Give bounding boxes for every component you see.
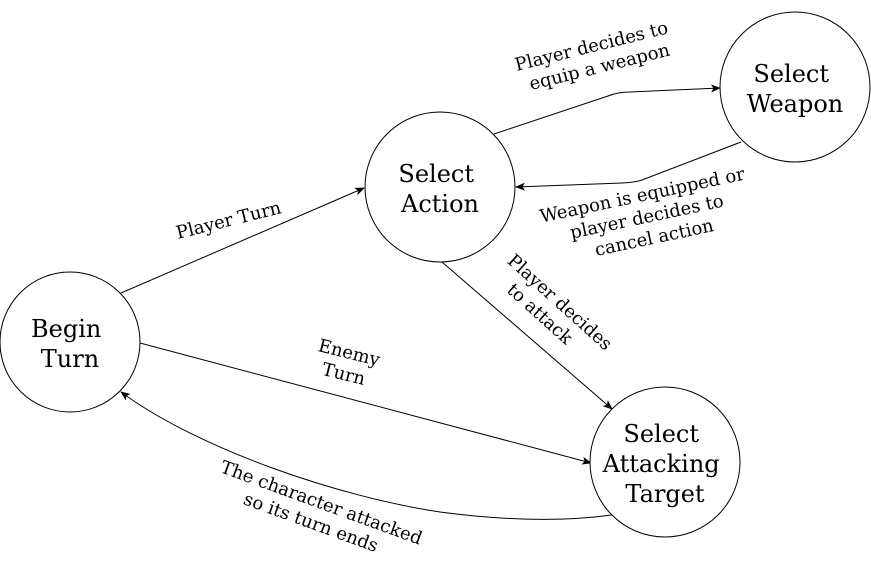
edge-label-player-turn-line1: Player Turn [174, 197, 284, 243]
state-select-attacking-target: Select Attacking Target [589, 386, 741, 538]
svg-text:Begin Turn: Begin Turn [31, 315, 109, 373]
edge-label-decides-attack: Player decides to attack [488, 250, 620, 375]
state-select-attacking-target-label-line1: Select [623, 420, 699, 448]
state-begin-turn-label-line2: Turn [41, 345, 99, 373]
edge-label-turn-ends: The character attacked so its turn ends [210, 457, 430, 572]
state-select-action-label-line2: Action [400, 190, 479, 218]
edge-select-weapon-to-select-action [515, 141, 742, 191]
edge-select-action-to-attacking-target [441, 261, 613, 410]
edge-begin-to-attacking-target [139, 342, 592, 465]
edge-begin-to-select-action [120, 187, 365, 294]
edge-label-equip-weapon: Player decides to equip a weapon [513, 16, 681, 97]
state-select-weapon-label-line2: Weapon [747, 90, 844, 118]
state-begin-turn: Begin Turn [0, 271, 141, 413]
edge-select-action-to-select-weapon [493, 84, 721, 135]
edge-label-enemy-turn: Enemy Turn [311, 335, 388, 393]
state-select-weapon-label-line1: Select [753, 60, 829, 88]
state-begin-turn-label-line1: Begin [31, 315, 101, 343]
svg-text:Select Attacking T: Select Attacking Target [602, 420, 728, 508]
edge-label-weapon-equipped: Weapon is equipped or player decides to … [538, 162, 761, 270]
state-select-attacking-target-label-line2: Attacking [602, 450, 720, 478]
state-select-attacking-target-label-line3: Target [625, 480, 704, 508]
svg-text:Select Weapon: Select Weapon [747, 60, 844, 118]
state-select-action: Select Action [364, 111, 516, 263]
svg-text:Select Action: Select Action [398, 160, 481, 218]
state-select-weapon: Select Weapon [719, 11, 871, 163]
state-select-action-label-line1: Select [398, 160, 474, 188]
edge-label-player-turn: Player Turn [174, 197, 284, 243]
edge-attacking-target-to-begin [120, 391, 613, 520]
